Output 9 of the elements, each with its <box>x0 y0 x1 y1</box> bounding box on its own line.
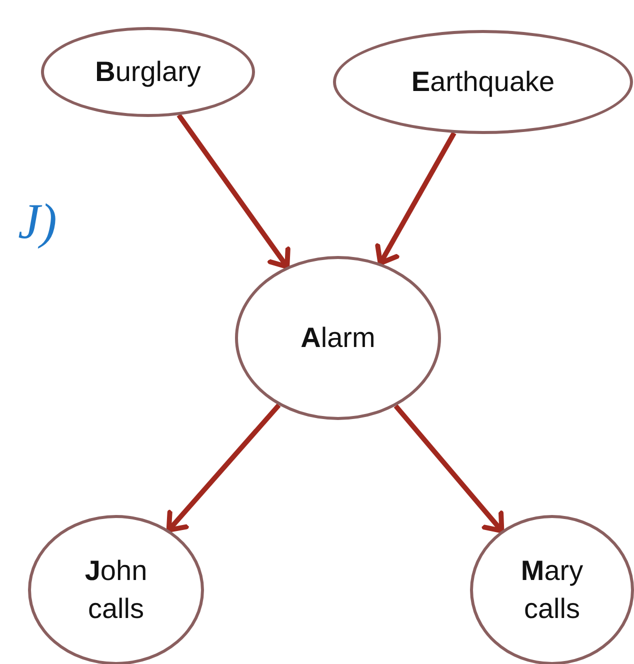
arrow <box>375 132 456 266</box>
node-label: Mary calls <box>520 554 584 626</box>
arrow <box>394 404 504 534</box>
arrow <box>166 403 281 533</box>
node-label: John calls <box>84 554 148 626</box>
formula-text: J) <box>18 192 57 250</box>
node-label: Alarm <box>300 321 376 356</box>
node-label: Burglary <box>95 55 201 90</box>
node-label: Earthquake <box>411 65 555 100</box>
